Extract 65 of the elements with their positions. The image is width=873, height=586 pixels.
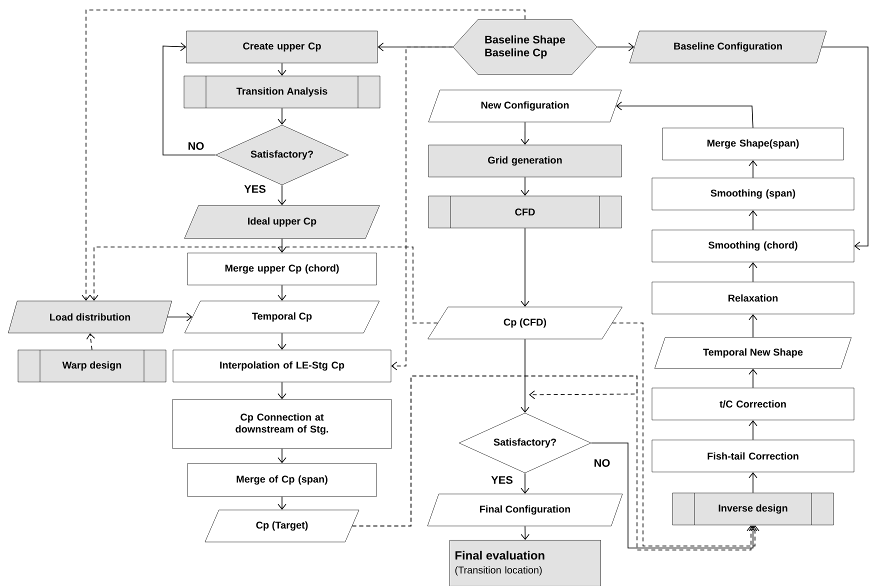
arrow: [748, 472, 758, 494]
process-box: Relaxation: [652, 282, 854, 314]
dashed-arrow: [82, 10, 526, 301]
arrow: [278, 108, 286, 125]
arrow: [162, 42, 216, 156]
process-box: Merge of Cp (span): [187, 463, 377, 497]
arrow: [278, 184, 286, 206]
process-box: Grid generation: [428, 144, 622, 178]
arrow: [590, 442, 758, 548]
arrow: [748, 262, 758, 282]
arrow: [520, 472, 530, 494]
arrow: [821, 46, 868, 250]
preparation-hexagon: Baseline Shape Baseline Cp: [452, 19, 598, 75]
edge-label: NO: [592, 458, 612, 468]
arrow: [748, 368, 758, 388]
process-box: Merge upper Cp (chord): [187, 252, 377, 286]
arrow: [520, 176, 530, 196]
data-parallelogram: Final Configuration: [427, 494, 623, 526]
dashed-arrow: [391, 46, 454, 370]
arrow: [748, 160, 758, 178]
process-box: Create upper Cp: [186, 30, 378, 64]
data-parallelogram: Cp (Target): [204, 510, 360, 542]
edge-label: YES: [490, 475, 514, 485]
process-box: Merge Shape(span): [662, 128, 844, 160]
process-box: Cp Connection at downstream of Stg.: [172, 399, 392, 449]
arrow: [167, 312, 192, 322]
arrow: [520, 122, 530, 145]
process-box: Smoothing (chord): [652, 230, 854, 262]
subprocess-box: Inverse design: [672, 492, 834, 526]
arrow: [616, 102, 754, 128]
arrow: [520, 228, 530, 307]
dashed-arrow: [90, 246, 438, 324]
dashed-arrow: [86, 333, 96, 350]
dashed-arrow: [352, 376, 638, 526]
data-parallelogram: Temporal New Shape: [654, 337, 852, 369]
arrow: [278, 448, 286, 464]
data-parallelogram: New Configuration: [428, 90, 622, 122]
data-parallelogram: Baseline Configuration: [629, 30, 827, 64]
arrow: [748, 420, 758, 440]
arrow: [748, 210, 758, 230]
arrow: [596, 42, 634, 52]
edge-label: NO: [186, 141, 206, 151]
arrow: [278, 382, 286, 400]
data-parallelogram: Cp (CFD): [428, 306, 622, 340]
arrow: [520, 338, 530, 413]
subprocess-box: Transition Analysis: [184, 76, 380, 108]
arrow: [278, 332, 286, 350]
process-box: Final evaluation (Transition location): [450, 540, 601, 586]
arrow: [278, 238, 286, 253]
arrow: [278, 284, 286, 301]
process-box: Smoothing (span): [652, 178, 854, 210]
data-parallelogram: Temporal Cp: [184, 300, 380, 334]
process-box: Fish-tail Correction: [652, 440, 854, 472]
subprocess-box: CFD: [428, 196, 622, 228]
edge-label: YES: [243, 184, 267, 194]
process-box: t/C Correction: [652, 388, 854, 420]
process-box: Interpolation of LE-Stg Cp: [172, 350, 392, 382]
arrow: [748, 314, 758, 338]
arrow: [278, 496, 286, 510]
arrow: [520, 526, 530, 540]
arrow: [278, 62, 286, 76]
subprocess-box: Warp design: [18, 350, 166, 382]
data-parallelogram: Load distribution: [8, 300, 172, 334]
dashed-arrow: [612, 322, 760, 546]
data-parallelogram: Ideal upper Cp: [184, 205, 380, 239]
